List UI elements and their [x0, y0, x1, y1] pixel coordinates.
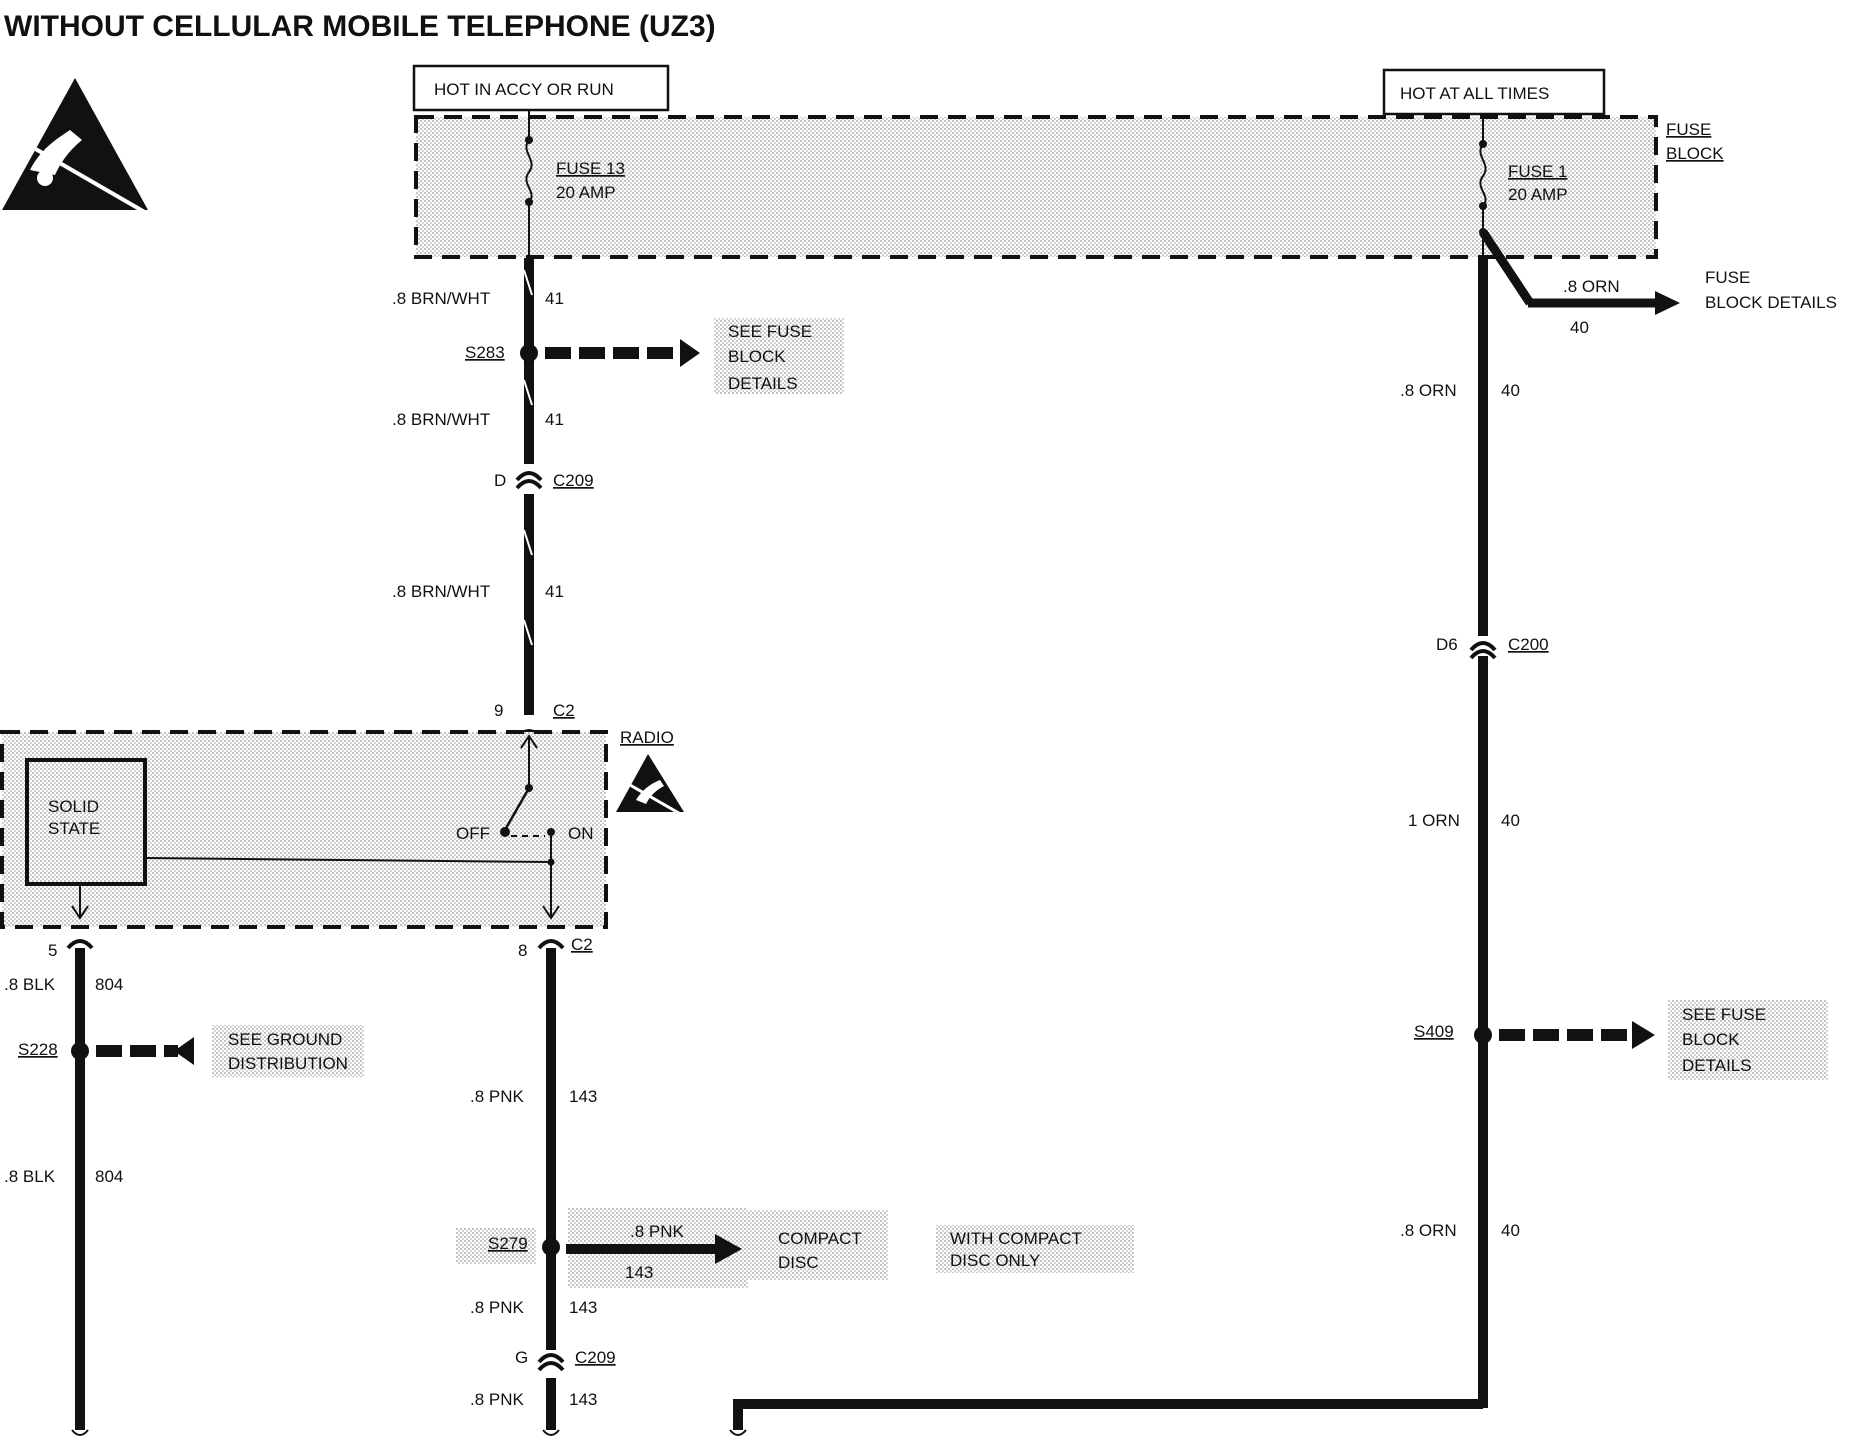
radio-internal-wiring	[71, 734, 560, 920]
switch-off-label: OFF	[456, 824, 490, 843]
solid-state-box	[25, 758, 147, 886]
c200-label: C200	[1508, 635, 1549, 654]
see-ground-shade	[212, 1025, 364, 1077]
c209-pin-d: D	[494, 471, 506, 490]
with-cd-shade	[936, 1225, 1134, 1273]
see-fuse-block-shade-2	[1668, 1000, 1828, 1080]
compact-disc-line1: COMPACT	[778, 1229, 862, 1248]
fuse-13	[525, 110, 533, 258]
s283-arrowhead	[680, 339, 700, 367]
c209-label-1: C209	[553, 471, 594, 490]
s409-label: S409	[1414, 1022, 1454, 1041]
wire-label-brn-wht-1: .8 BRN/WHT	[392, 289, 490, 308]
solid-state-line2: STATE	[48, 819, 100, 838]
see-ground-line1: SEE GROUND	[228, 1030, 342, 1049]
connector-c209-g	[537, 1353, 565, 1372]
branch-circuit-40: 40	[1570, 318, 1589, 337]
wire-label-blk-1: .8 BLK	[4, 975, 56, 994]
c2-pin-9: 9	[494, 701, 503, 720]
wire-label-brn-wht-2: .8 BRN/WHT	[392, 410, 490, 429]
see-fuse-block-details-2-line1: SEE FUSE	[1682, 1005, 1766, 1024]
fuse-13-rating: 20 AMP	[556, 183, 616, 202]
c2-label-top: C2	[553, 701, 575, 720]
splice-s279	[542, 1238, 560, 1256]
wire-label-pnk-1: .8 PNK	[470, 1087, 525, 1106]
see-fuse-block-shade-1	[714, 318, 844, 394]
wire-label-orn-3: .8 ORN	[1400, 1221, 1457, 1240]
fuse-block-details-branch	[1479, 229, 1680, 315]
s279-label: S279	[488, 1234, 528, 1253]
esd-warning-icon	[2, 78, 150, 216]
hot-accy-label: HOT IN ACCY OR RUN	[434, 80, 614, 99]
s283-label: S283	[465, 343, 505, 362]
hot-all-times-label: HOT AT ALL TIMES	[1400, 84, 1549, 103]
radio-pin-5: 5	[48, 941, 57, 960]
diagram-title: WITHOUT CELLULAR MOBILE TELEPHONE (UZ3)	[4, 10, 716, 43]
circuit-143-label-1: 143	[569, 1087, 597, 1106]
fuse-block-label-2: BLOCK	[1666, 144, 1724, 163]
see-fuse-block-details-2-line3: DETAILS	[1682, 1056, 1752, 1075]
circuit-143-label-2: 143	[569, 1298, 597, 1317]
wire-label-blk-2: .8 BLK	[4, 1167, 56, 1186]
circuit-804-wire	[66, 939, 94, 1436]
switch-on-label: ON	[568, 824, 594, 843]
fuse-block-label-1: FUSE	[1666, 120, 1711, 139]
see-ground-line2: DISTRIBUTION	[228, 1054, 348, 1073]
circuit-143-wire	[537, 939, 565, 1436]
wire-label-orn-1: .8 ORN	[1400, 381, 1457, 400]
wire-label-orn-2: 1 ORN	[1408, 811, 1460, 830]
radio-esd-icon	[616, 754, 685, 818]
splice-s283	[520, 344, 538, 362]
s279-shade	[456, 1228, 536, 1264]
branch-circuit-143: 143	[625, 1263, 653, 1282]
radio-pin-8: 8	[518, 941, 527, 960]
radio-label: RADIO	[620, 728, 674, 747]
circuit-804-label-2: 804	[95, 1167, 123, 1186]
circuit-41-label-2: 41	[545, 410, 564, 429]
wire-label-pnk-3: .8 PNK	[470, 1390, 525, 1409]
connector-c200	[1469, 641, 1497, 660]
circuit-40-label-2: 40	[1501, 811, 1520, 830]
fuse-1-name: FUSE 1	[1508, 162, 1568, 181]
circuit-41-label-1: 41	[545, 289, 564, 308]
c209-pin-g: G	[515, 1348, 528, 1367]
branch-wire-label-orn: .8 ORN	[1563, 277, 1620, 296]
circuit-40-label-3: 40	[1501, 1221, 1520, 1240]
wire-label-pnk-2: .8 PNK	[470, 1298, 525, 1317]
hot-all-times-box	[1382, 68, 1606, 116]
c200-pin-d6: D6	[1436, 635, 1458, 654]
c209-label-2: C209	[575, 1348, 616, 1367]
hot-accy-box	[412, 64, 670, 112]
circuit-143-label-3: 143	[569, 1390, 597, 1409]
fuse-13-name: FUSE 13	[556, 159, 625, 178]
compact-disc-shade	[748, 1210, 888, 1280]
wire-label-brn-wht-3: .8 BRN/WHT	[392, 582, 490, 601]
see-fuse-block-details-1-line3: DETAILS	[728, 374, 798, 393]
splice-s228	[71, 1042, 89, 1060]
with-cd-line1: WITH COMPACT	[950, 1229, 1082, 1248]
see-fuse-block-details-1-line1: SEE FUSE	[728, 322, 812, 341]
fuse-block-details-line1: FUSE	[1705, 268, 1750, 287]
circuit-41-label-3: 41	[545, 582, 564, 601]
circuit-40-label-1: 40	[1501, 381, 1520, 400]
solid-state-line1: SOLID	[48, 797, 99, 816]
s279-arrowhead	[715, 1234, 742, 1264]
connector-c209-d	[515, 471, 543, 490]
see-fuse-block-details-1-line2: BLOCK	[728, 347, 786, 366]
compact-disc-line2: DISC	[778, 1253, 819, 1272]
splice-s409	[1474, 1026, 1492, 1044]
circuit-804-label-1: 804	[95, 975, 123, 994]
circuit-41-wire	[523, 258, 534, 715]
c2-label-bottom: C2	[571, 935, 593, 954]
see-fuse-block-details-2-line2: BLOCK	[1682, 1030, 1740, 1049]
branch-wire-label-pnk: .8 PNK	[630, 1222, 685, 1241]
s409-arrowhead	[1632, 1021, 1655, 1049]
s228-arrowhead	[174, 1037, 194, 1065]
s228-label: S228	[18, 1040, 58, 1059]
fuse-1-rating: 20 AMP	[1508, 185, 1568, 204]
fuse-block-details-line2: BLOCK DETAILS	[1705, 293, 1837, 312]
with-cd-line2: DISC ONLY	[950, 1251, 1040, 1270]
fuse-block-box	[414, 115, 1658, 259]
